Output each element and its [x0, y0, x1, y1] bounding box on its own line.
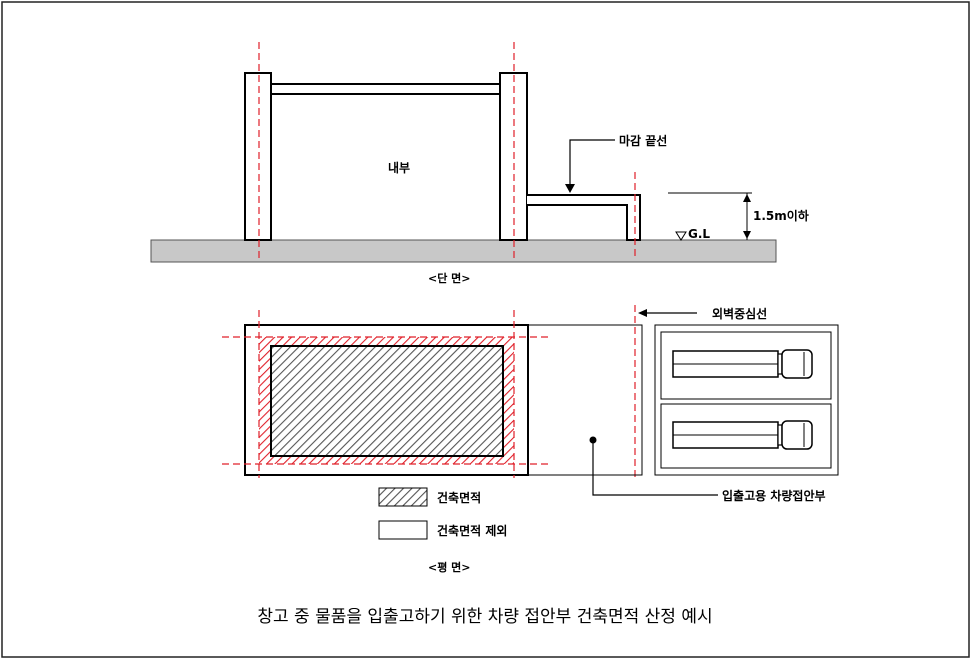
finish-line-leader	[569, 139, 615, 186]
dock-canopy	[527, 194, 641, 241]
height-dim-arrow-top-icon	[743, 194, 751, 202]
plan-view: 외벽중심선 입출고용 차량접안부 건축면적 건축면적 제외	[222, 305, 839, 574]
legend-included-swatch	[378, 487, 428, 507]
legend-excluded-label: 건축면적 제외	[437, 523, 507, 538]
finish-line-arrow-icon	[565, 184, 575, 193]
parking-bay-bottom	[660, 403, 832, 469]
roof-slab	[270, 83, 501, 95]
height-dim-arrow-bottom-icon	[743, 231, 751, 239]
truck-icon	[672, 349, 813, 379]
truck-icon	[672, 420, 813, 450]
finish-line-label: 마감 끝선	[619, 133, 667, 148]
legend-excluded-swatch	[378, 520, 428, 540]
building-area-hatch	[270, 345, 504, 457]
figure-title: 창고 중 물품을 입출고하기 위한 차량 접안부 건축면적 산정 예시	[257, 607, 712, 627]
ground-level-label: G.L	[688, 227, 710, 241]
ground-slab	[150, 239, 777, 263]
interior-label: 내부	[388, 160, 410, 175]
wall-centerline-arrow-icon	[638, 309, 647, 317]
wall-centerline-label: 외벽중심선	[712, 306, 767, 321]
plan-caption: <평 면>	[428, 560, 471, 574]
legend-included-label: 건축면적	[437, 490, 481, 505]
ground-level-triangle-icon	[675, 231, 687, 241]
docking-area	[527, 324, 643, 476]
vehicle-entry-leader	[592, 440, 718, 496]
height-limit-label: 1.5m이하	[753, 208, 809, 223]
parking-outer	[654, 324, 839, 476]
left-wall	[244, 72, 272, 241]
parking-bay-top	[660, 331, 832, 400]
section-view: 내부 마감 끝선 1.5m이하 G.L <단 면>	[150, 42, 809, 285]
vehicle-entry-label: 입출고용 차량접안부	[722, 488, 826, 503]
section-caption: <단 면>	[428, 271, 471, 285]
